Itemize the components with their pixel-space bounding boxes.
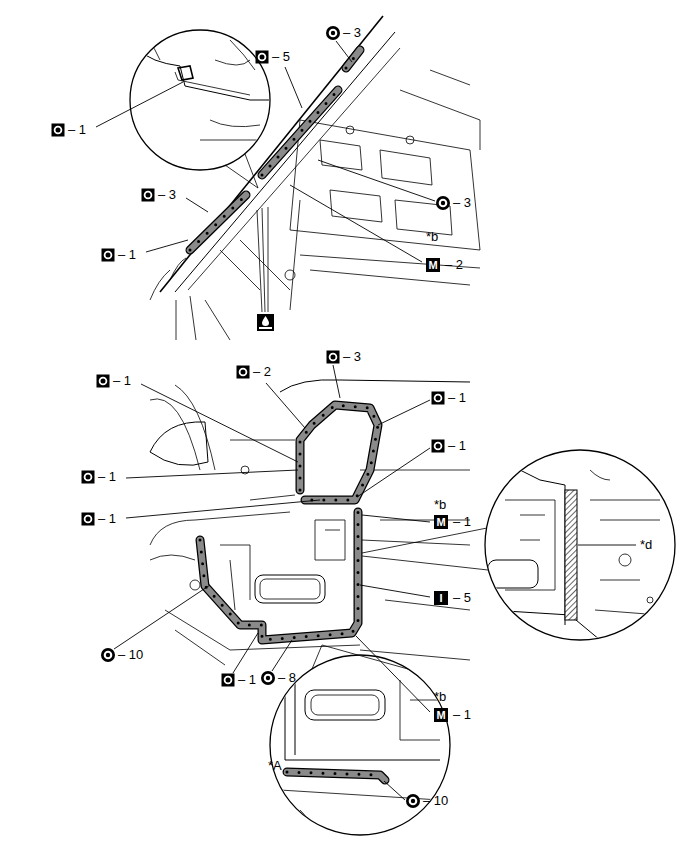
callout-number: – 1 bbox=[453, 514, 471, 530]
callout-number: – 3 bbox=[158, 187, 176, 203]
callout-number: – 10 bbox=[423, 793, 448, 809]
reference-mark: *b bbox=[426, 229, 438, 245]
callout-number: – 2 bbox=[445, 257, 463, 273]
callout-number: – 2 bbox=[253, 364, 271, 380]
callout-number: – 5 bbox=[453, 590, 471, 606]
callout-number: – 1 bbox=[98, 511, 116, 527]
callout-number: – 1 bbox=[118, 247, 136, 263]
callout-number: – 8 bbox=[278, 670, 296, 686]
material-callout: M – 2 bbox=[426, 257, 463, 273]
reference-mark: *A bbox=[268, 758, 282, 774]
callout-number: – 1 bbox=[68, 122, 86, 138]
reference-mark: *b bbox=[434, 497, 446, 513]
callout-number: – 3 bbox=[453, 195, 471, 211]
material-symbol: M bbox=[434, 708, 448, 722]
callout-number: – 3 bbox=[343, 349, 361, 365]
callout-number: – 10 bbox=[118, 647, 143, 663]
material-callout: M – 1 bbox=[434, 707, 471, 723]
reference-mark: *b bbox=[434, 689, 446, 705]
material-symbol: I bbox=[434, 591, 448, 605]
material-callout: M – 1 bbox=[434, 514, 471, 530]
material-callout: I – 5 bbox=[434, 590, 471, 606]
callout-number: – 1 bbox=[238, 672, 256, 688]
callout-number: – 1 bbox=[448, 390, 466, 406]
callout-number: – 1 bbox=[453, 707, 471, 723]
material-symbol: M bbox=[434, 515, 448, 529]
reference-mark: *d bbox=[640, 537, 652, 553]
leader-line bbox=[96, 41, 636, 800]
detail-circle bbox=[362, 450, 675, 640]
detail-circle bbox=[130, 30, 280, 188]
callout-number: – 5 bbox=[272, 49, 290, 65]
quarter-panel bbox=[150, 380, 470, 665]
callout-number: – 1 bbox=[113, 373, 131, 389]
sealer-band bbox=[200, 405, 378, 640]
callout-number: – 3 bbox=[343, 25, 361, 41]
material-symbol: M bbox=[426, 258, 440, 272]
detail-circle bbox=[270, 645, 450, 840]
callout-number: – 1 bbox=[448, 438, 466, 454]
callout-number: – 1 bbox=[98, 469, 116, 485]
sealer-icon bbox=[257, 207, 274, 331]
